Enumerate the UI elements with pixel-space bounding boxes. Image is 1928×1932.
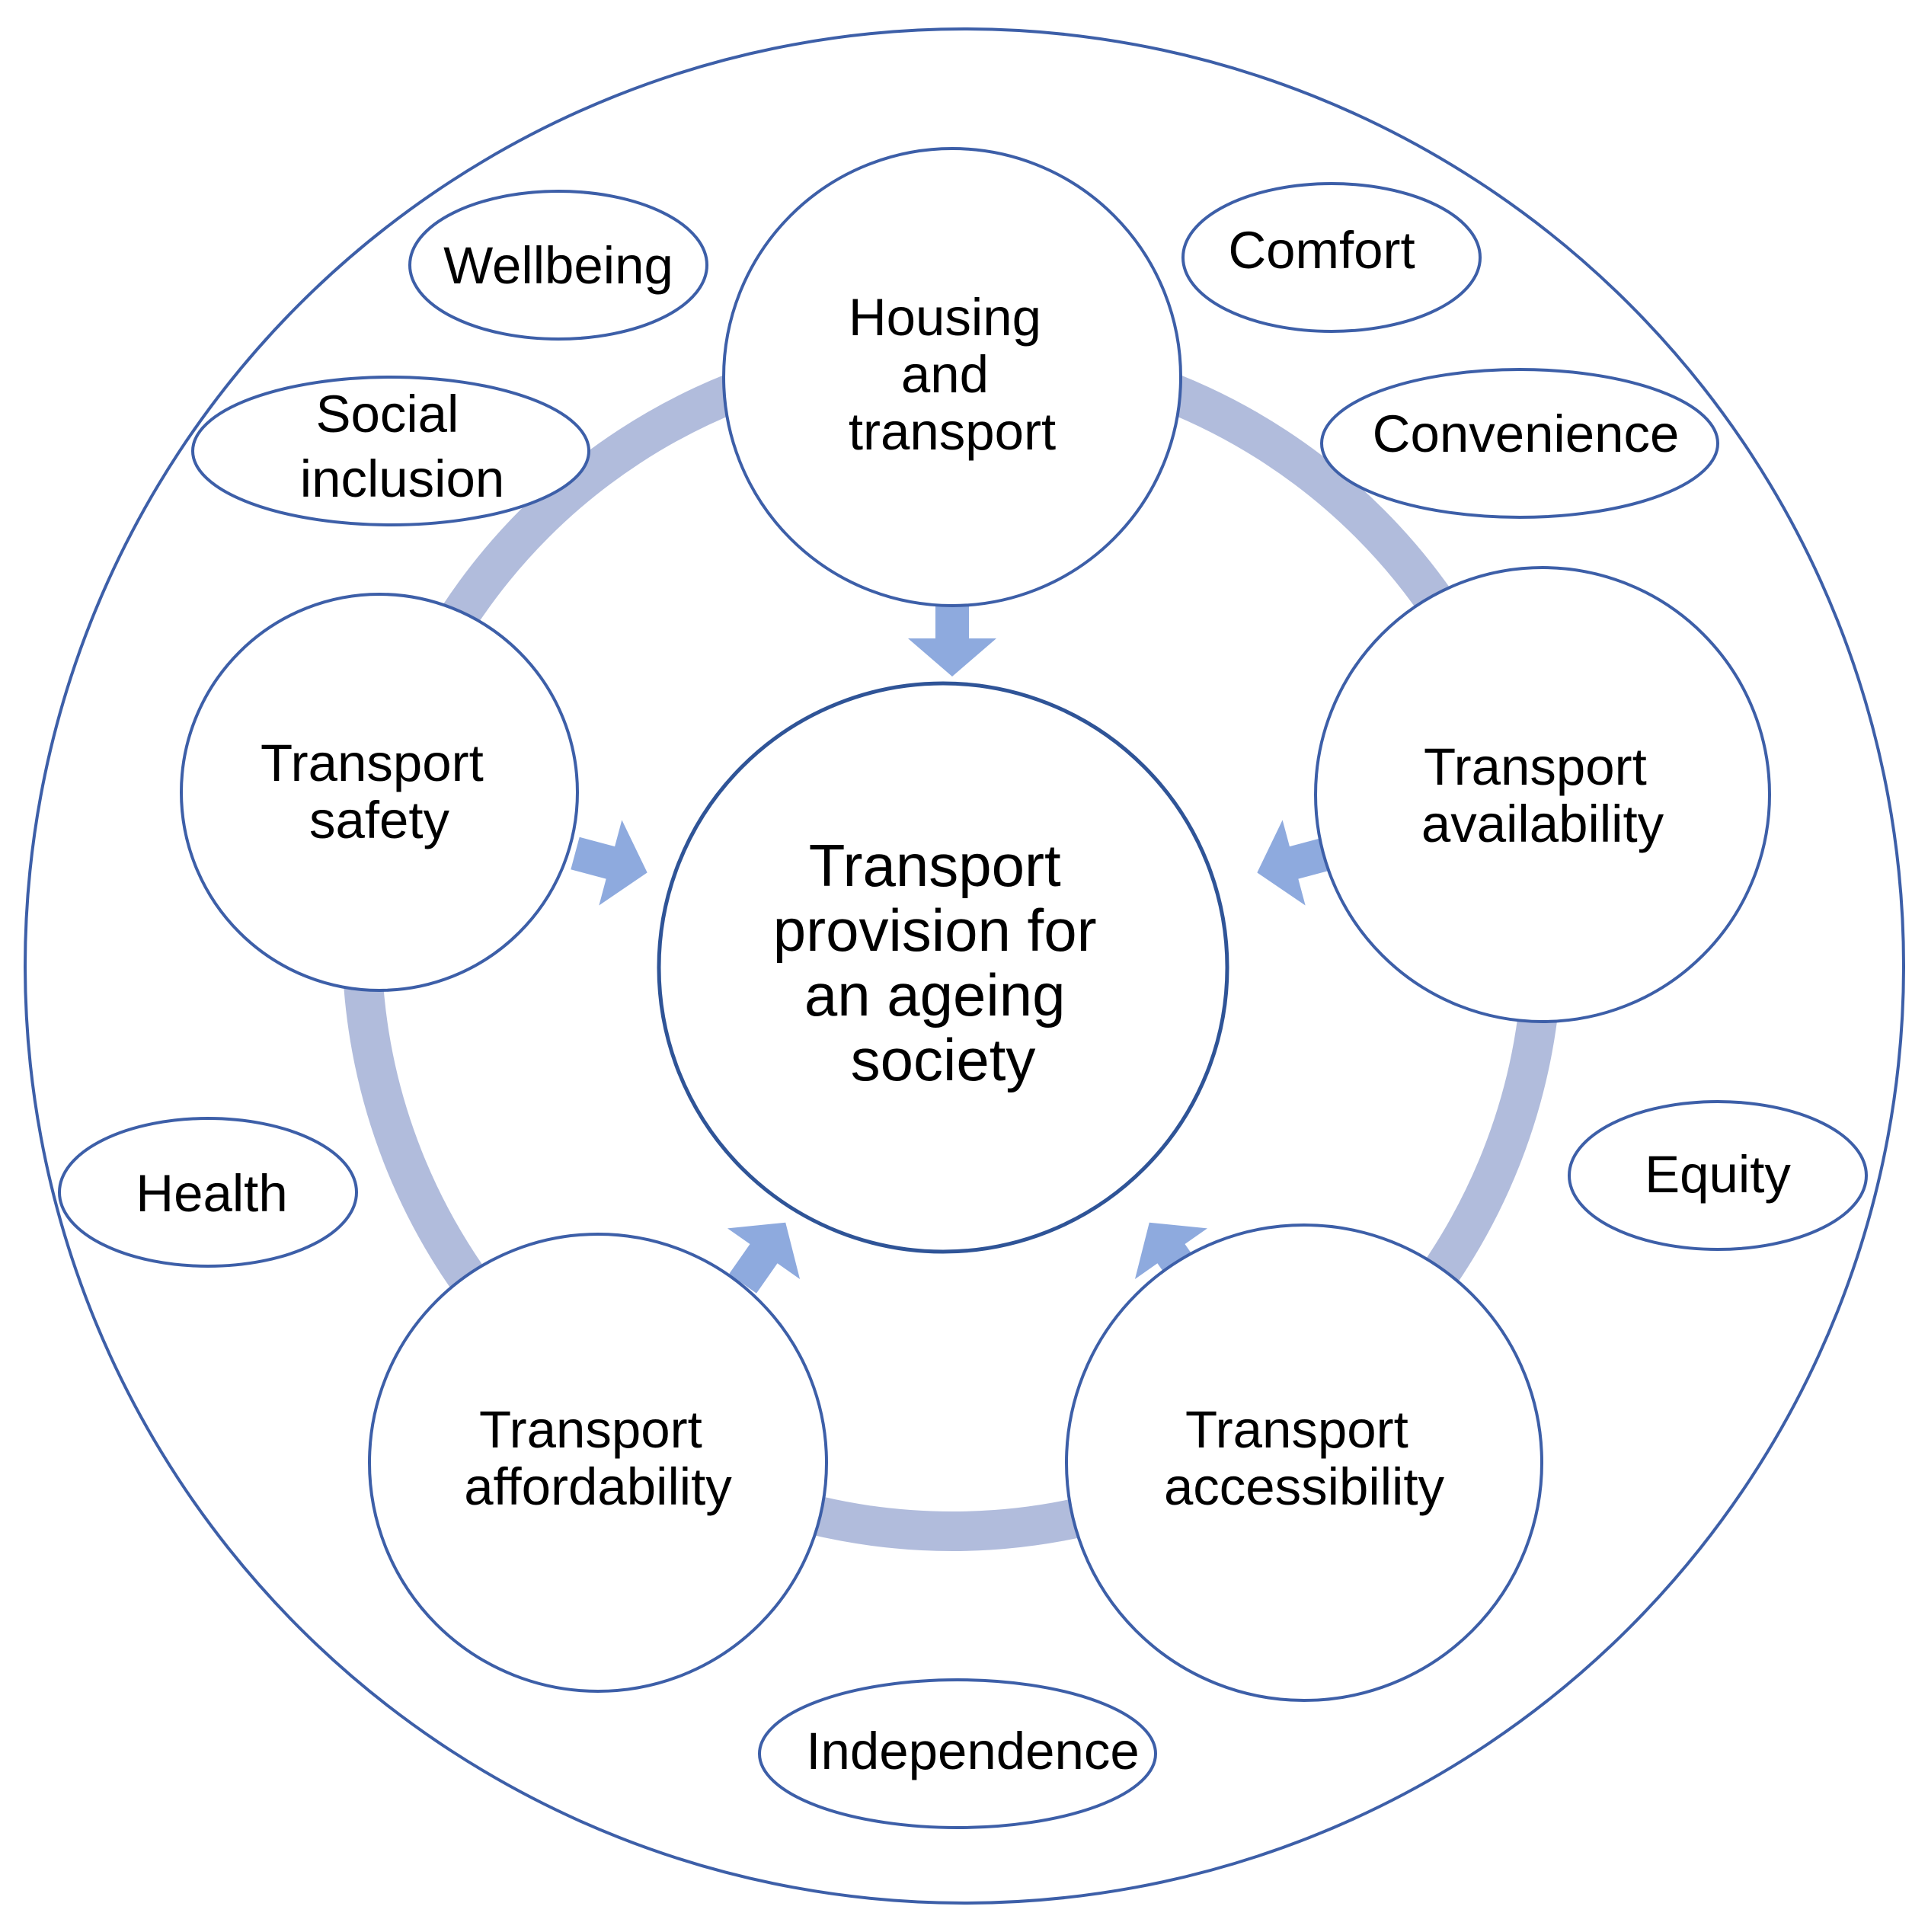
outcome-label-health: Health — [136, 1164, 287, 1223]
central-circle — [657, 681, 1229, 1254]
outcome-ellipse-comfort — [1181, 182, 1482, 333]
outcome-label-line: Health — [136, 1164, 287, 1223]
factor-label-line: safety — [309, 791, 450, 849]
outcome-ellipses — [58, 182, 1868, 1829]
outcome-label-line: Social — [315, 385, 459, 443]
center-label-line: society — [851, 1026, 1036, 1093]
outcome-label-line: Equity — [1645, 1145, 1791, 1204]
factor-label-line: and — [901, 345, 989, 404]
outcome-ellipse-wellbeing — [408, 190, 708, 341]
factor-circle-transport-accessibility — [1065, 1223, 1543, 1702]
factor-circle-housing-and-transport — [722, 147, 1182, 607]
arrow-from-safety — [571, 820, 647, 906]
outcome-ellipse-health — [58, 1117, 358, 1268]
outcome-label-line: inclusion — [300, 449, 505, 508]
arrow-from-affordability — [727, 1222, 801, 1294]
arrow-from-availability — [1257, 820, 1334, 906]
factor-label-line: availability — [1421, 795, 1664, 853]
outcome-label-line: Convenience — [1373, 405, 1680, 463]
center-label: Transport provision for an ageing societ… — [773, 832, 1114, 1093]
outcome-label-equity: Equity — [1645, 1145, 1791, 1204]
factor-circle-transport-affordability — [368, 1233, 828, 1693]
outcome-label-independence: Independence — [806, 1722, 1139, 1780]
arrow-from-housing — [908, 602, 996, 677]
factor-label-transport-affordability: Transport affordability — [464, 1400, 732, 1516]
factor-label-housing-and-transport: Housing and transport — [849, 288, 1056, 461]
outcome-ellipse-social-inclusion — [191, 376, 590, 526]
outcome-label-line: Comfort — [1228, 221, 1415, 280]
factor-circle-transport-safety — [180, 593, 579, 992]
factor-label-line: transport — [849, 402, 1056, 461]
outcome-ellipse-independence — [758, 1678, 1157, 1829]
outcome-ellipse-convenience — [1320, 368, 1719, 519]
factor-circle-transport-availability — [1314, 566, 1771, 1023]
factor-label-line: Transport — [479, 1400, 702, 1459]
factor-label-line: Transport — [261, 734, 484, 792]
factor-label-transport-accessibility: Transport accessibility — [1164, 1400, 1445, 1516]
factor-label-transport-availability: Transport availability — [1421, 737, 1664, 853]
outcome-label-social-inclusion: Social inclusion — [300, 385, 505, 508]
outcome-label-convenience: Convenience — [1373, 405, 1680, 463]
center-label-line: provision for — [773, 897, 1097, 964]
outcome-label-line: Wellbeing — [443, 236, 673, 295]
factor-label-line: Transport — [1185, 1400, 1408, 1459]
factor-circles — [180, 147, 1771, 1702]
outcome-ellipse-equity — [1568, 1100, 1868, 1251]
factor-label-line: accessibility — [1164, 1457, 1445, 1516]
factor-label-line: affordability — [464, 1457, 732, 1516]
center-label-line: an ageing — [804, 961, 1066, 1028]
outcome-label-line: Independence — [806, 1722, 1139, 1780]
factor-label-transport-safety: Transport safety — [261, 734, 498, 849]
factor-label-line: Transport — [1424, 737, 1647, 796]
arrows — [571, 602, 1334, 1294]
outcome-label-wellbeing: Wellbeing — [443, 236, 673, 295]
outcome-label-comfort: Comfort — [1228, 221, 1415, 280]
center-label-line: Transport — [809, 832, 1061, 899]
factor-label-line: Housing — [849, 288, 1041, 347]
